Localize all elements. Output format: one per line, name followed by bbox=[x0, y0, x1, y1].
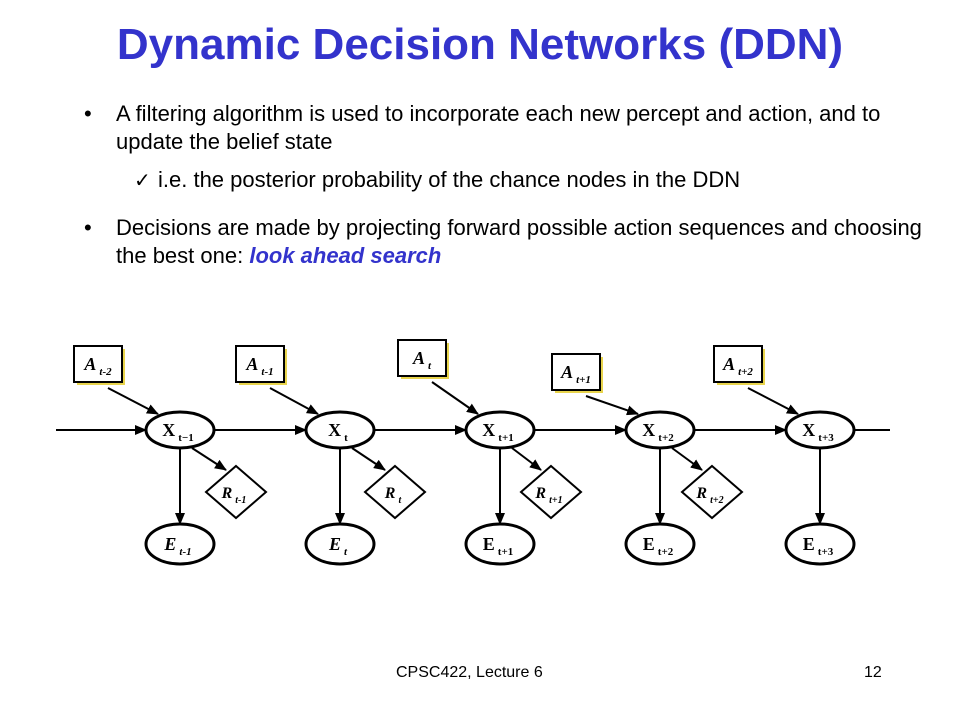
edge-action-to-state bbox=[747, 387, 799, 415]
reward-node-diamond bbox=[519, 464, 583, 520]
footer-page-number: 12 bbox=[864, 664, 882, 681]
evidence-node-ellipse bbox=[464, 522, 536, 566]
diagram-edges bbox=[56, 381, 890, 525]
edge-state-to-reward bbox=[191, 447, 227, 471]
evidence-node-ellipse bbox=[304, 522, 376, 566]
state-node-ellipse bbox=[304, 410, 376, 450]
edge-action-to-state bbox=[431, 381, 479, 415]
emphasis-look-ahead-search: look ahead search bbox=[249, 243, 442, 268]
footer-course: CPSC422, Lecture 6 bbox=[396, 664, 543, 681]
bullet-decisions: • Decisions are made by projecting forwa… bbox=[80, 214, 940, 270]
reward-node-diamond bbox=[204, 464, 268, 520]
evidence-node-ellipse bbox=[624, 522, 696, 566]
bullet-text: A filtering algorithm is used to incorpo… bbox=[116, 101, 881, 154]
state-node-ellipse bbox=[464, 410, 536, 450]
action-node-box bbox=[397, 339, 447, 377]
checkmark-icon: ✓ bbox=[134, 168, 151, 192]
state-node-ellipse bbox=[144, 410, 216, 450]
state-node-ellipse bbox=[624, 410, 696, 450]
action-node-box bbox=[713, 345, 763, 383]
edge-state-to-reward bbox=[511, 447, 542, 471]
state-node-ellipse bbox=[784, 410, 856, 450]
edge-state-to-reward bbox=[351, 447, 386, 471]
evidence-node-ellipse bbox=[784, 522, 856, 566]
action-node-box bbox=[551, 353, 601, 391]
edge-state-to-reward bbox=[671, 447, 703, 471]
edge-action-to-state bbox=[269, 387, 319, 415]
edge-action-to-state bbox=[107, 387, 159, 415]
bullet-dot: • bbox=[84, 215, 92, 240]
sub-bullet-posterior: ✓ i.e. the posterior probability of the … bbox=[80, 166, 940, 194]
slide-title: Dynamic Decision Networks (DDN) bbox=[116, 20, 844, 69]
bullet-dot: • bbox=[84, 101, 92, 126]
reward-node-diamond bbox=[363, 464, 427, 520]
bullet-filtering: • A filtering algorithm is used to incor… bbox=[80, 100, 940, 156]
evidence-node-ellipse bbox=[144, 522, 216, 566]
reward-node-diamond bbox=[680, 464, 744, 520]
bullet-text: Decisions are made by projecting forward… bbox=[116, 215, 922, 268]
edge-action-to-state bbox=[585, 395, 639, 416]
action-node-box bbox=[73, 345, 123, 383]
sub-bullet-text: i.e. the posterior probability of the ch… bbox=[158, 167, 741, 192]
action-node-box bbox=[235, 345, 285, 383]
bullet-list: • A filtering algorithm is used to incor… bbox=[80, 100, 940, 280]
